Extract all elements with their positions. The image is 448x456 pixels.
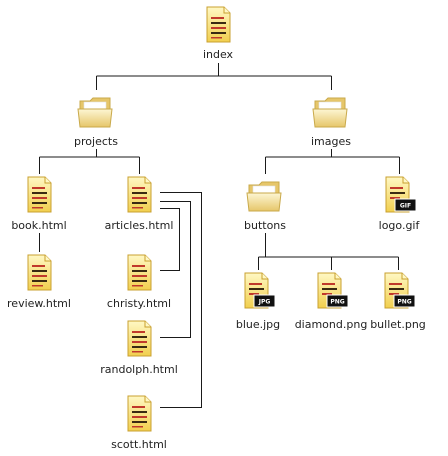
node-label: logo.gif [378, 219, 420, 232]
node-label: diamond.png [294, 318, 368, 331]
node-label: index [202, 48, 234, 61]
folder-icon [244, 174, 286, 218]
node-label: review.html [7, 297, 71, 310]
node-label: buttons [243, 219, 286, 232]
folder-icon [310, 90, 352, 134]
node-label: scott.html [111, 438, 167, 451]
document-icon [118, 393, 160, 437]
edge-articles-randolph [160, 201, 191, 338]
node-label: book.html [11, 219, 67, 232]
edge-articles-scott [160, 192, 202, 408]
edge-articles-christy [160, 208, 180, 271]
document-icon [18, 252, 60, 296]
image-file-icon: JPG [237, 270, 279, 314]
document-icon [18, 174, 60, 218]
image-file-icon: GIF [378, 174, 420, 218]
svg-text:PNG: PNG [330, 299, 344, 306]
document-icon [118, 252, 160, 296]
folder-icon [75, 90, 117, 134]
node-label: bullet.png [370, 318, 426, 331]
svg-text:PNG: PNG [397, 299, 411, 306]
document-icon [197, 4, 239, 48]
svg-text:JPG: JPG [258, 299, 271, 306]
document-icon [118, 174, 160, 218]
document-icon [118, 318, 160, 362]
node-label: blue.jpg [235, 318, 281, 331]
node-label: randolph.html [100, 363, 178, 376]
node-label: articles.html [104, 219, 174, 232]
svg-text:GIF: GIF [400, 203, 411, 210]
node-label: images [311, 135, 351, 148]
image-file-icon: PNG [310, 270, 352, 314]
node-label: projects [74, 135, 118, 148]
node-label: christy.html [106, 297, 172, 310]
image-file-icon: PNG [377, 270, 419, 314]
